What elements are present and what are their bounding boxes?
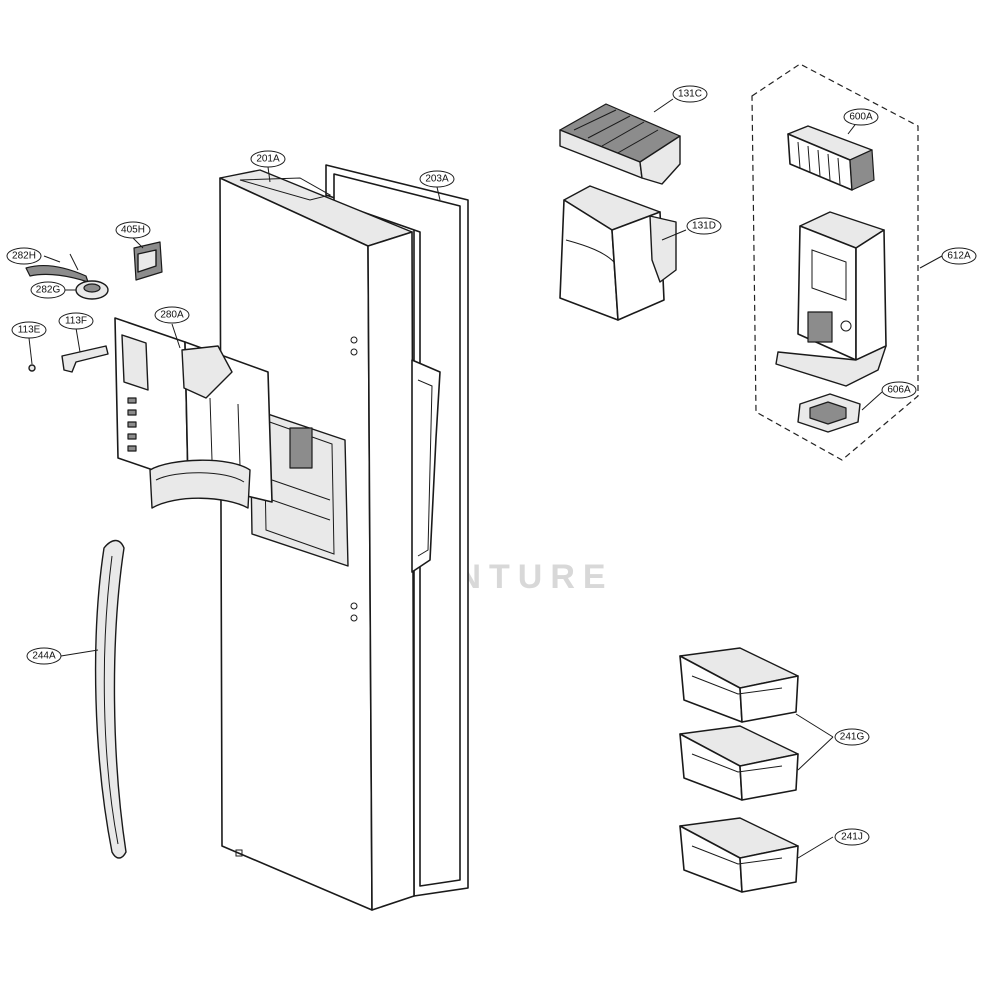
svg-text:612A: 612A bbox=[947, 251, 971, 262]
screw-part bbox=[28, 364, 36, 372]
svg-text:131C: 131C bbox=[678, 89, 702, 100]
callout-280A: 280A bbox=[154, 306, 190, 324]
svg-text:241G: 241G bbox=[840, 732, 865, 743]
svg-text:244A: 244A bbox=[32, 651, 56, 662]
ice-bucket-lid bbox=[559, 103, 681, 185]
callout-600A: 600A bbox=[843, 108, 879, 126]
callout-612A: 612A bbox=[941, 247, 977, 265]
svg-text:405H: 405H bbox=[121, 225, 145, 236]
callout-282H: 282H bbox=[6, 247, 42, 265]
svg-text:203A: 203A bbox=[425, 174, 449, 185]
callout-282G: 282G bbox=[30, 281, 66, 299]
svg-text:280A: 280A bbox=[160, 310, 184, 321]
callout-405H: 405H bbox=[115, 221, 151, 239]
callout-201A: 201A bbox=[250, 150, 286, 168]
callout-131C: 131C bbox=[672, 85, 708, 103]
svg-text:600A: 600A bbox=[849, 112, 873, 123]
icemaker-housing bbox=[775, 211, 887, 387]
door-bin-1 bbox=[679, 647, 799, 723]
svg-text:241J: 241J bbox=[841, 832, 863, 843]
door-bin-2 bbox=[679, 725, 799, 801]
icemaker-unit bbox=[787, 125, 875, 191]
callout-203A: 203A bbox=[419, 170, 455, 188]
callout-244A: 244A bbox=[26, 647, 62, 665]
clip-bracket bbox=[61, 345, 109, 373]
svg-text:606A: 606A bbox=[887, 385, 911, 396]
door-bin-3 bbox=[679, 817, 799, 893]
solenoid-part bbox=[133, 241, 163, 281]
ice-valve-motor bbox=[797, 393, 861, 433]
svg-text:113E: 113E bbox=[18, 325, 41, 336]
callout-113F: 113F bbox=[58, 312, 94, 330]
svg-text:113F: 113F bbox=[65, 316, 87, 327]
svg-text:282H: 282H bbox=[12, 251, 36, 262]
ice-bucket bbox=[559, 185, 677, 321]
leader-lines bbox=[28, 98, 943, 859]
dispenser-buttons bbox=[127, 397, 137, 452]
callout-241G: 241G bbox=[834, 728, 870, 746]
dispenser-frame bbox=[114, 317, 273, 509]
callout-606A: 606A bbox=[881, 381, 917, 399]
callout-113E: 113E bbox=[11, 321, 47, 339]
door-handle bbox=[94, 539, 127, 859]
icemaker-assembly-group bbox=[751, 63, 919, 461]
svg-text:282G: 282G bbox=[36, 285, 61, 296]
freezer-door-panel bbox=[219, 169, 441, 911]
callout-131D: 131D bbox=[686, 217, 722, 235]
callout-241J: 241J bbox=[834, 828, 870, 846]
switch-cap bbox=[75, 280, 109, 300]
svg-text:131D: 131D bbox=[692, 221, 716, 232]
svg-text:201A: 201A bbox=[256, 154, 280, 165]
